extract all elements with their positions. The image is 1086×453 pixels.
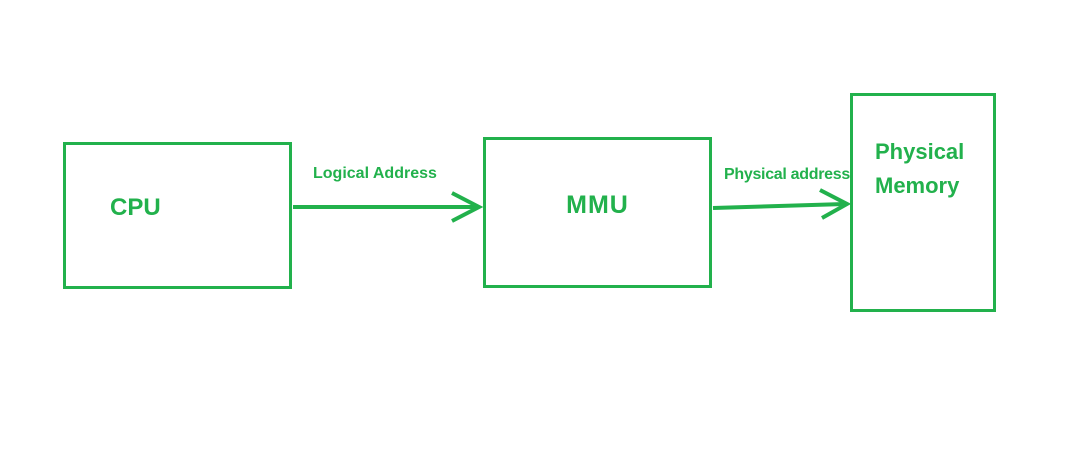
physical-memory-label: Physical Memory (875, 135, 964, 203)
arrow-mmu-to-physical-memory (712, 188, 852, 220)
edge-label-logical-address: Logical Address (313, 165, 437, 182)
physical-memory-label-line1: Physical (875, 139, 965, 164)
node-cpu: CPU (63, 142, 292, 289)
node-mmu: MMU (483, 137, 712, 288)
edge-label-physical-address: Physical address (724, 166, 850, 183)
cpu-label: CPU (110, 194, 161, 221)
physical-memory-label-line2: Memory (875, 173, 960, 198)
arrow-cpu-to-mmu (293, 191, 484, 223)
node-physical-memory: Physical Memory (850, 93, 996, 312)
mmu-label: MMU (566, 191, 629, 219)
